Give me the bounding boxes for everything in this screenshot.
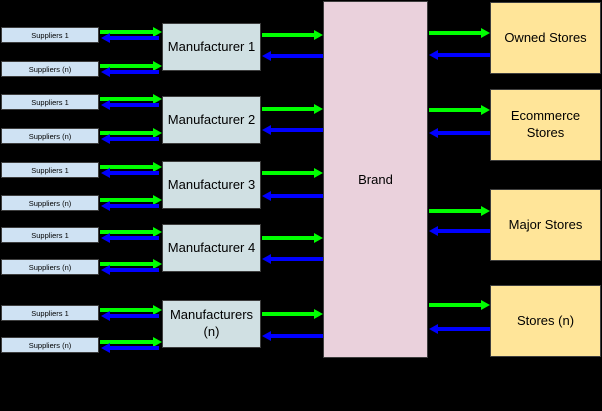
manufacturer-box-1: Manufacturer 1 [162,23,261,71]
flow-arrow-brand-to-manufacturer [262,254,323,264]
flow-arrow-supplier-to-manufacturer [100,94,162,104]
manufacturer-box-2: Manufacturer 2 [162,96,261,144]
flow-arrow-brand-to-store [429,300,490,310]
flow-arrow-supplier-to-manufacturer [100,305,162,315]
flow-arrow-store-to-brand [429,128,490,138]
flow-arrow-supplier-to-manufacturer [100,162,162,172]
supplier-box-2-1: Suppliers 1 [1,94,99,110]
flow-arrow-brand-to-manufacturer [262,51,323,61]
flow-arrow-brand-to-manufacturer [262,331,323,341]
flow-arrow-supplier-to-manufacturer [100,61,162,71]
supplier-box-2-n: Suppliers (n) [1,128,99,144]
flow-arrow-supplier-to-manufacturer [100,195,162,205]
manufacturer-box-n: Manufacturers (n) [162,300,261,348]
flow-arrow-manufacturer-to-supplier [101,201,159,211]
flow-arrow-manufacturer-to-supplier [101,134,159,144]
supplier-box-5-1: Suppliers 1 [1,305,99,321]
flow-arrow-manufacturer-to-brand [262,309,323,319]
flow-arrow-supplier-to-manufacturer [100,337,162,347]
flow-arrow-supplier-to-manufacturer [100,27,162,37]
supplier-box-1-1: Suppliers 1 [1,27,99,43]
flow-arrow-brand-to-manufacturer [262,191,323,201]
store-box-ecommerce: Ecommerce Stores [490,89,601,161]
store-box-n: Stores (n) [490,285,601,357]
store-box-major: Major Stores [490,189,601,261]
supplier-box-5-n: Suppliers (n) [1,337,99,353]
flow-arrow-brand-to-store [429,105,490,115]
flow-arrow-brand-to-manufacturer [262,125,323,135]
manufacturer-box-3: Manufacturer 3 [162,161,261,209]
flow-arrow-manufacturer-to-supplier [101,233,159,243]
supplier-box-4-n: Suppliers (n) [1,259,99,275]
flow-arrow-manufacturer-to-supplier [101,100,159,110]
flow-arrow-store-to-brand [429,324,490,334]
supplier-box-1-n: Suppliers (n) [1,61,99,77]
supplier-box-3-1: Suppliers 1 [1,162,99,178]
manufacturer-box-4: Manufacturer 4 [162,224,261,272]
flow-arrow-manufacturer-to-brand [262,104,323,114]
flow-arrow-supplier-to-manufacturer [100,227,162,237]
flow-arrow-manufacturer-to-brand [262,233,323,243]
flow-arrow-brand-to-store [429,28,490,38]
flow-arrow-manufacturer-to-supplier [101,33,159,43]
brand-box: Brand [323,1,428,358]
supplier-box-3-n: Suppliers (n) [1,195,99,211]
store-box-owned: Owned Stores [490,2,601,74]
flow-arrow-store-to-brand [429,226,490,236]
flow-arrow-supplier-to-manufacturer [100,259,162,269]
flow-arrow-manufacturer-to-supplier [101,265,159,275]
flow-arrow-manufacturer-to-supplier [101,67,159,77]
flow-arrow-manufacturer-to-supplier [101,311,159,321]
flow-arrow-manufacturer-to-supplier [101,343,159,353]
flow-arrow-brand-to-store [429,206,490,216]
flow-arrow-manufacturer-to-brand [262,168,323,178]
flow-arrow-manufacturer-to-brand [262,30,323,40]
flow-arrow-supplier-to-manufacturer [100,128,162,138]
flow-arrow-manufacturer-to-supplier [101,168,159,178]
flow-arrow-store-to-brand [429,50,490,60]
supplier-box-4-1: Suppliers 1 [1,227,99,243]
